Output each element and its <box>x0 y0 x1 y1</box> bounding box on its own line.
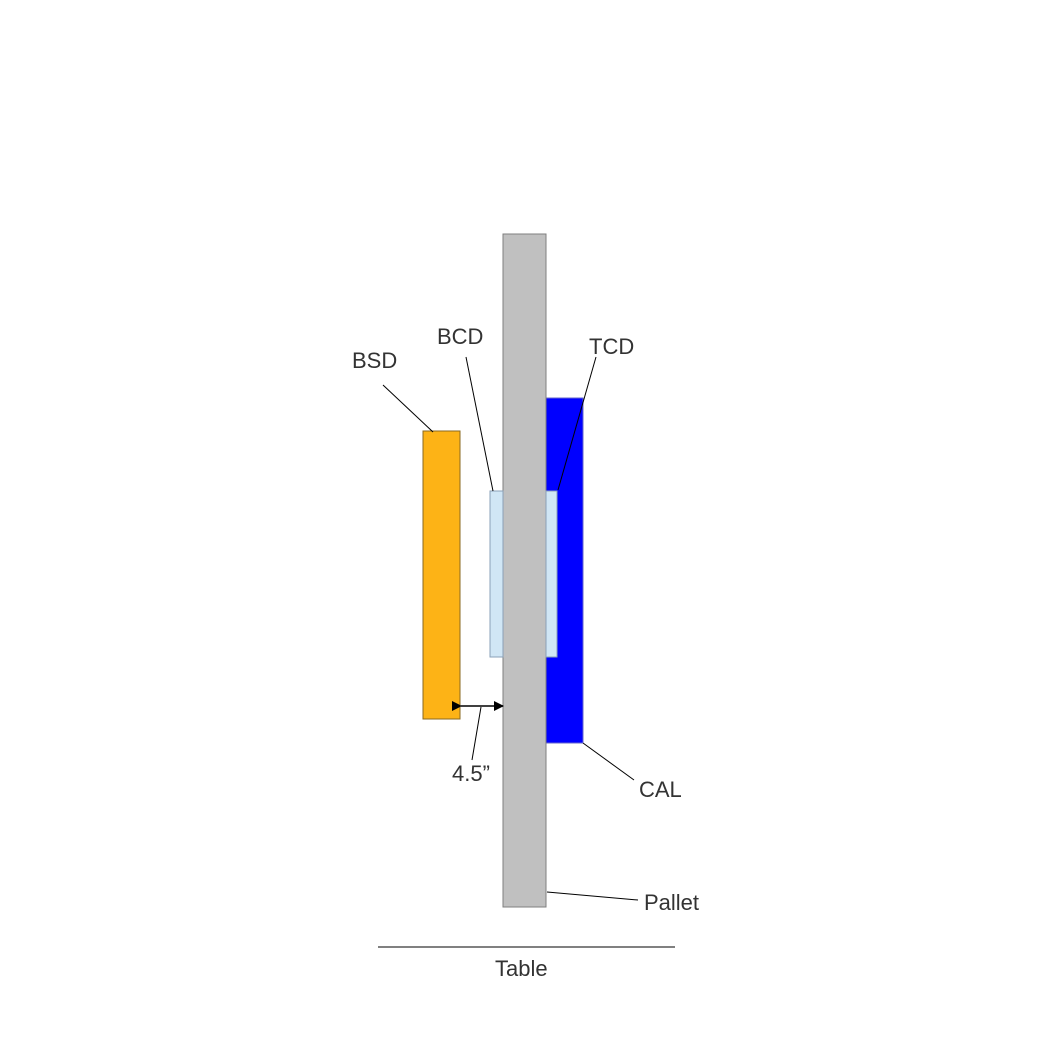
bcd-label: BCD <box>437 324 483 349</box>
cal-leader-line <box>582 742 635 781</box>
bcd-leader-line <box>465 356 494 492</box>
bsd-label: BSD <box>352 348 397 373</box>
bcd-block <box>489 490 504 658</box>
pallet-leader-line <box>546 891 639 901</box>
tcd-block <box>545 490 558 658</box>
pallet-block <box>502 233 547 908</box>
bsd-block <box>422 430 461 720</box>
tcd-leader-line <box>557 356 597 491</box>
tcd-label: TCD <box>589 334 634 359</box>
bsd-leader-line <box>382 384 434 433</box>
cal-label: CAL <box>639 777 682 802</box>
gap-leader-line <box>471 706 482 761</box>
table-label: Table <box>495 956 548 981</box>
gap-label: 4.5” <box>452 761 490 786</box>
pallet-label: Pallet <box>644 890 699 915</box>
